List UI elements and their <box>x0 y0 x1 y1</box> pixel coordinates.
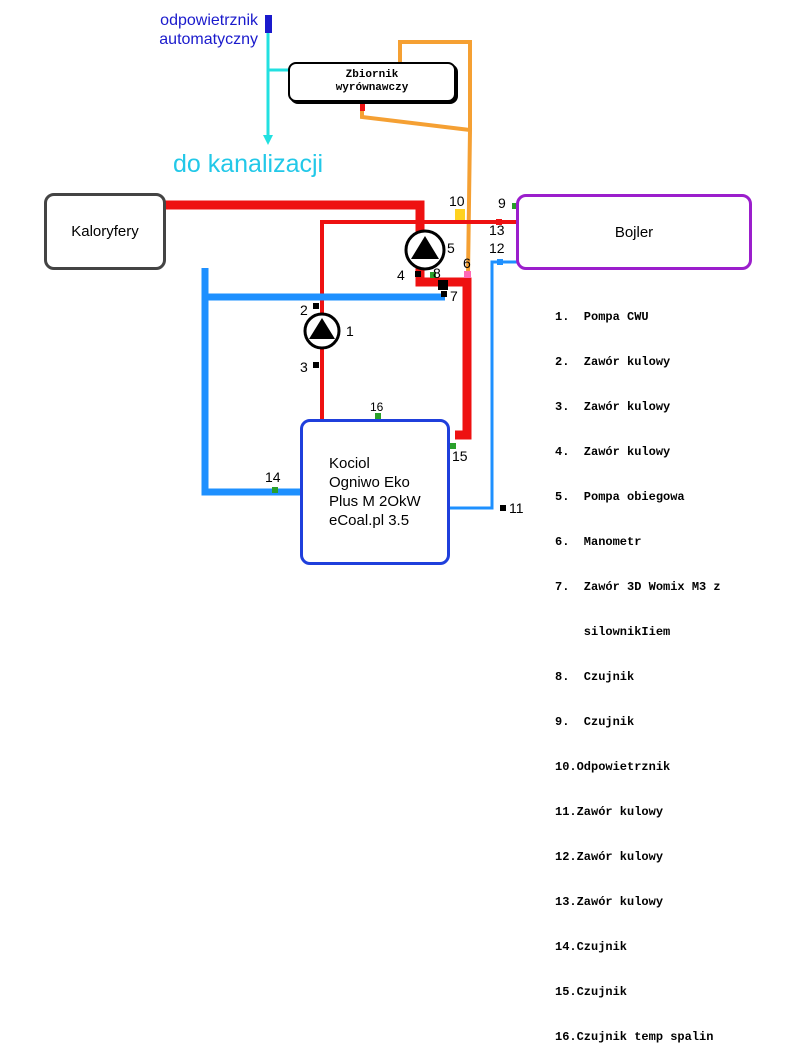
label-12: 12 <box>489 240 505 256</box>
legend-item: 12.Zawór kulowy <box>555 850 664 864</box>
return-pipes <box>201 260 517 510</box>
label-13: 13 <box>489 222 505 238</box>
expansion-tank-label-line2: wyrównawczy <box>335 82 409 94</box>
label-1: 1 <box>346 323 354 339</box>
legend-item: silownikIiem <box>555 625 671 639</box>
three-way-valve-7-marker <box>438 280 448 290</box>
radiators-label: Kaloryfery <box>71 223 139 240</box>
heating-schematic <box>165 15 518 511</box>
sensor-15-marker <box>450 443 456 449</box>
legend-item: 9. Czujnik <box>555 715 635 729</box>
sensor-8-marker <box>430 272 436 278</box>
furnace-label-line3: Plus M 2OkW <box>329 493 421 510</box>
legend-item: 3. Zawór kulowy <box>555 400 671 414</box>
manometer-6-marker <box>464 271 471 278</box>
furnace-box: Kociol Ogniwo Eko Plus M 2OkW eCoal.pl 3… <box>300 419 450 565</box>
tank-outlet-marker <box>360 101 365 111</box>
label-3: 3 <box>300 359 308 375</box>
valve-11-marker <box>500 505 506 511</box>
sensor-16-marker <box>375 413 381 419</box>
supply-pipes <box>165 200 516 440</box>
furnace-label-line1: Kociol <box>329 455 370 472</box>
valve-4-marker <box>415 271 421 277</box>
air-vent-label-line1: odpowietrznik <box>160 12 258 29</box>
label-5: 5 <box>447 240 455 256</box>
sensor-9-marker <box>512 203 518 209</box>
expansion-pipe-lower <box>360 110 473 276</box>
pump-1-icon <box>303 312 341 350</box>
component-legend: 1. Pompa CWU 2. Zawór kulowy 3. Zawór ku… <box>555 280 721 1060</box>
expansion-tank-label-line1: Zbiornik <box>345 69 399 81</box>
label-4: 4 <box>397 267 405 283</box>
label-14: 14 <box>265 469 281 485</box>
legend-item: 11.Zawór kulowy <box>555 805 664 819</box>
legend-item: 8. Czujnik <box>555 670 635 684</box>
legend-item: 4. Zawór kulowy <box>555 445 671 459</box>
legend-item: 14.Czujnik <box>555 940 628 954</box>
drain-label: do kanalizacji <box>173 150 324 178</box>
valve-2-marker <box>313 303 319 309</box>
radiators-box: Kaloryfery <box>44 193 166 270</box>
return-boiler-pipe <box>449 260 517 510</box>
furnace-label: Kociol Ogniwo Eko Plus M 2OkW eCoal.pl 3… <box>329 454 421 530</box>
legend-item: 16.Czujnik temp spalin <box>555 1030 714 1044</box>
legend-item: 10.Odpowietrznik <box>555 760 671 774</box>
valve-7-lower-marker <box>441 291 447 297</box>
legend-item: 6. Manometr <box>555 535 642 549</box>
air-vent-label: odpowietrznik automatyczny <box>106 11 258 49</box>
automatic-air-vent-icon <box>265 15 272 33</box>
legend-item: 2. Zawór kulowy <box>555 355 671 369</box>
air-vent-label-line2: automatyczny <box>159 31 258 48</box>
label-15: 15 <box>452 448 468 464</box>
return-main-pipe <box>201 268 302 496</box>
furnace-label-line2: Ogniwo Eko <box>329 474 410 491</box>
sensor-14-marker <box>272 487 278 493</box>
furnace-label-line4: eCoal.pl 3.5 <box>329 512 410 529</box>
label-11: 11 <box>509 500 524 516</box>
supply-cwu-pipe <box>320 220 516 420</box>
valve-12-marker <box>497 259 503 265</box>
dhw-boiler-label: Bojler <box>614 223 654 241</box>
legend-item: 1. Pompa CWU <box>555 310 649 324</box>
label-16: 16 <box>370 400 384 414</box>
label-7: 7 <box>450 288 458 304</box>
label-2: 2 <box>300 302 308 318</box>
legend-item: 5. Pompa obiegowa <box>555 490 685 504</box>
valve-3-marker <box>313 362 319 368</box>
dhw-boiler-box: Bojler <box>516 194 752 270</box>
label-10: 10 <box>449 193 465 209</box>
label-6: 6 <box>463 255 471 271</box>
air-vent-10-marker <box>455 209 465 220</box>
valve-13-marker <box>496 219 502 225</box>
label-8: 8 <box>433 265 441 281</box>
legend-item: 13.Zawór kulowy <box>555 895 664 909</box>
expansion-tank: Zbiornik wyrównawczy <box>288 62 456 102</box>
label-9: 9 <box>498 195 506 211</box>
legend-item: 7. Zawór 3D Womix M3 z <box>555 580 721 594</box>
pump-5-icon <box>404 229 446 271</box>
legend-item: 15.Czujnik <box>555 985 628 999</box>
